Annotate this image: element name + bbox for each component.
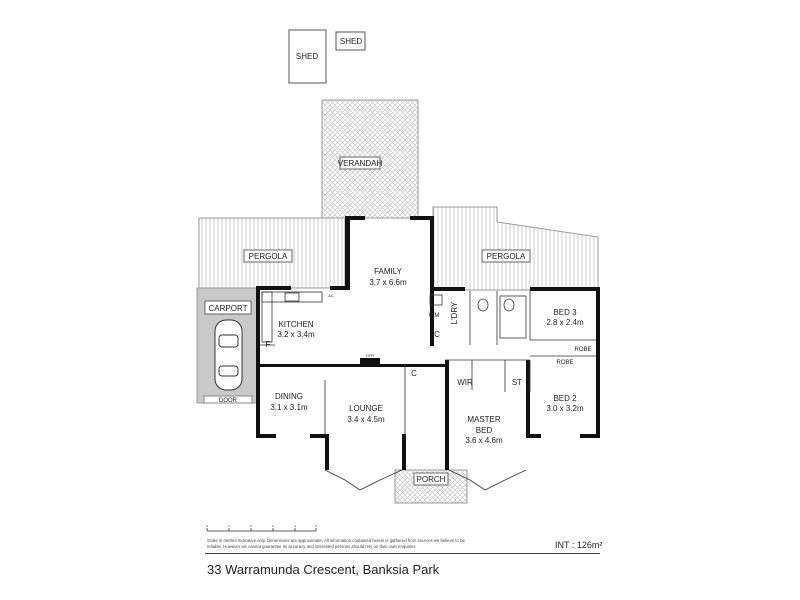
- robe-label-1: ROBE: [574, 347, 591, 353]
- cupboard-label-1: C: [411, 369, 417, 378]
- master-label-2: BED: [476, 426, 493, 435]
- shed-large: [288, 29, 327, 84]
- footer-divider: [205, 553, 600, 554]
- scale-tick-4: 4: [294, 524, 296, 528]
- scale-tick-2: 2: [250, 524, 252, 528]
- bed2-label: BED 2: [553, 394, 577, 403]
- bed3-label: BED 3: [553, 308, 577, 317]
- heater-label: HTR: [366, 353, 374, 358]
- carport-door-label: DOOR: [219, 398, 238, 404]
- pergola-right: [432, 206, 599, 291]
- fridge-label: F: [266, 340, 271, 349]
- pergola-right-label: PERGOLA: [487, 252, 526, 261]
- scale-tick-0: 0: [206, 524, 208, 528]
- master-size: 3.6 x 4.6m: [465, 436, 503, 445]
- scale-bar: 0 1 2 3 4 5: [206, 524, 317, 532]
- st-label: ST: [512, 378, 522, 387]
- family-label: FAMILY: [374, 267, 403, 276]
- ac-label: AC: [328, 293, 334, 298]
- robe-label-2: ROBE: [556, 360, 573, 366]
- lounge-label: LOUNGE: [349, 404, 383, 413]
- shed-small-label: SHED: [340, 37, 362, 46]
- dining-size: 3.1 x 3.1m: [270, 403, 308, 412]
- shed-small: [335, 31, 366, 51]
- verandah-label: VERANDAH: [338, 159, 383, 168]
- wir-label: WIR: [457, 378, 473, 387]
- bathroom-fixtures: [429, 294, 527, 339]
- bed2-size: 3.0 x 3.2m: [546, 404, 584, 413]
- master-label-1: MASTER: [467, 415, 501, 424]
- shed-large-label: SHED: [296, 52, 318, 61]
- family-size: 3.7 x 6.6m: [369, 278, 407, 287]
- internal-area: INT : 126m²: [555, 540, 603, 550]
- lounge-size: 3.4 x 4.5m: [347, 415, 385, 424]
- interior-lines: [260, 291, 596, 491]
- property-address: 33 Warramunda Crescent, Banksia Park: [207, 562, 440, 577]
- wm-label: WM: [429, 313, 440, 319]
- porch-label: PORCH: [417, 475, 446, 484]
- bed3-size: 2.8 x 2.4m: [546, 318, 584, 327]
- kitchen-label: KITCHEN: [278, 320, 313, 329]
- pergola-left-label: PERGOLA: [249, 252, 288, 261]
- kitchen-size: 3.2 x 3.4m: [277, 330, 315, 339]
- scale-tick-1: 1: [228, 524, 230, 528]
- scale-tick-3: 3: [272, 524, 274, 528]
- walls: [256, 216, 600, 470]
- kitchen-bench: [261, 291, 323, 343]
- disclaimer: Scale in metres.Indicative only. Dimensi…: [207, 538, 465, 549]
- scale-tick-5: 5: [315, 524, 317, 528]
- cupboard-label-2: C: [434, 330, 440, 339]
- laundry-label: L'DRY: [450, 301, 459, 324]
- car-icon: [214, 319, 243, 391]
- carport-label: CARPORT: [209, 304, 248, 313]
- dining-label: DINING: [275, 392, 303, 401]
